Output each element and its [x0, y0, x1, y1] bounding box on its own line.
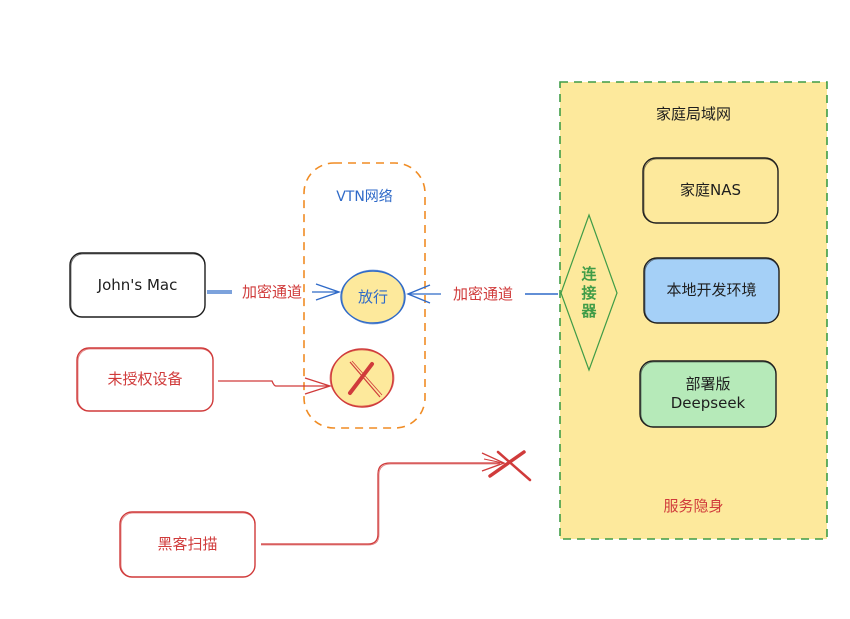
edge-connector-to-allow[interactable]: [406, 284, 558, 304]
vtn-network-group[interactable]: [303, 162, 426, 429]
arrowhead-icon: [304, 377, 333, 395]
deny-node[interactable]: [329, 348, 395, 408]
allow-node-label: 放行: [357, 287, 388, 306]
home-nas-box[interactable]: [642, 157, 779, 224]
edge-mac-to-allow[interactable]: [207, 283, 342, 301]
unauthorized-device-label: 未授权设备: [107, 370, 183, 389]
unauthorized-device-box[interactable]: [76, 347, 214, 412]
connector-label-line: 接: [581, 283, 597, 302]
deepseek-label: 部署版 Deepseek: [640, 361, 776, 427]
edge-hacker-to-blocked[interactable]: [261, 450, 532, 546]
arrowhead-icon: [406, 284, 431, 304]
deepseek-label-line: 部署版: [685, 375, 731, 394]
allow-node[interactable]: [340, 269, 406, 325]
arrowhead-icon: [315, 283, 342, 301]
local-dev-env-label: 本地开发环境: [666, 281, 757, 300]
x-mark-icon: [348, 360, 383, 398]
edge-connector-to-allow-label: 加密通道: [452, 284, 513, 303]
vtn-network-label: VTN网络: [336, 189, 393, 206]
local-dev-env-box[interactable]: [643, 257, 780, 324]
deepseek-box[interactable]: [639, 360, 777, 428]
connector-label-line: 器: [581, 302, 597, 321]
hacker-scan-box[interactable]: [119, 511, 256, 578]
service-stealth-label: 服务隐身: [663, 496, 724, 515]
johns-mac-box[interactable]: [69, 252, 206, 318]
connector-label: 连 接 器: [571, 258, 607, 328]
deepseek-label-line: Deepseek: [670, 394, 746, 412]
edge-unauthorized-to-deny[interactable]: [218, 377, 333, 395]
arrowhead-icon: [481, 452, 506, 472]
connector-diamond[interactable]: [560, 213, 618, 372]
edge-mac-to-allow-label: 加密通道: [241, 282, 302, 301]
connector-label-line: 连: [581, 264, 597, 283]
johns-mac-label: John's Mac: [97, 275, 178, 294]
hacker-scan-label: 黑客扫描: [157, 535, 218, 554]
home-nas-label: 家庭NAS: [679, 181, 741, 200]
x-mark-icon: [488, 450, 532, 482]
home-lan-label: 家庭局域网: [655, 104, 731, 123]
